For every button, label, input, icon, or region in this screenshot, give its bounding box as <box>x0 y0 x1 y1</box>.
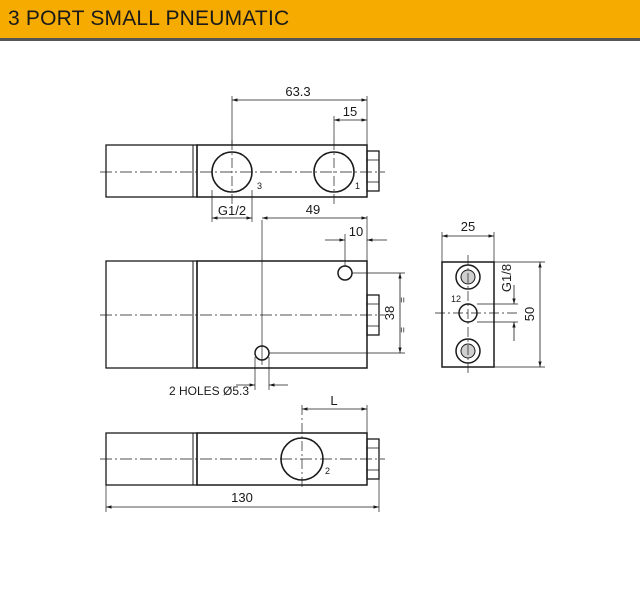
dim-l: L <box>330 393 337 408</box>
port-1-circle <box>313 151 355 193</box>
equal-mark-lower: = <box>398 327 409 333</box>
top-view <box>100 96 385 222</box>
side-view-valve-body <box>196 260 368 369</box>
mounting-hole-upper <box>337 265 353 281</box>
dim-15: 15 <box>343 104 357 119</box>
dim-38: 38 <box>382 306 397 320</box>
bottom-view <box>100 405 385 512</box>
end-view <box>435 232 545 375</box>
dim-50: 50 <box>522 307 537 321</box>
side-view-actuator-body <box>105 260 198 369</box>
top-view-actuator-body <box>105 144 198 198</box>
top-view-end-fitting <box>366 150 380 192</box>
port-label-3: 3 <box>257 181 262 191</box>
port-label-2: 2 <box>325 466 330 476</box>
page-title: 3 PORT SMALL PNEUMATIC <box>8 7 290 30</box>
header-divider <box>0 38 640 41</box>
holes-note: 2 HOLES Ø5.3 <box>169 384 249 398</box>
dim-130: 130 <box>231 490 253 505</box>
dim-25: 25 <box>461 219 475 234</box>
header-bar: 3 PORT SMALL PNEUMATIC <box>0 0 640 38</box>
dim-49: 49 <box>306 202 320 217</box>
dim-g1-2: G1/2 <box>218 203 246 218</box>
port-label-12: 12 <box>451 294 461 304</box>
dim-g1-8: G1/8 <box>499 264 514 292</box>
dim-63-3: 63.3 <box>285 84 310 99</box>
dim-10: 10 <box>349 224 363 239</box>
port-label-1: 1 <box>355 181 360 191</box>
equal-mark-upper: = <box>398 297 409 303</box>
side-view <box>100 216 405 390</box>
